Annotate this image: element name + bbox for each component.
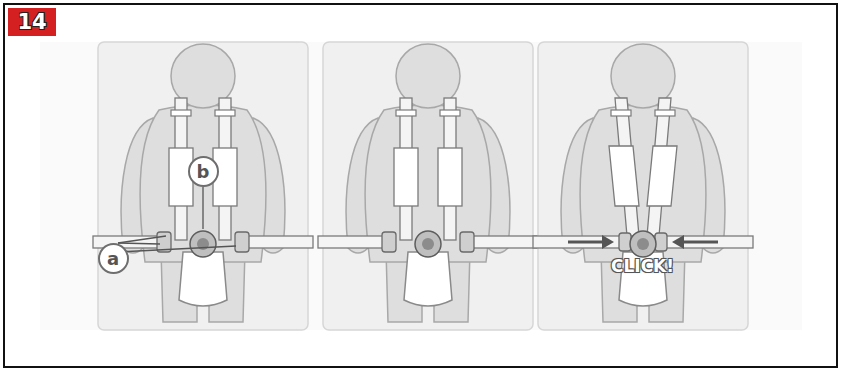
sound-label: CLICK! — [611, 256, 674, 276]
step-number-text: 14 — [17, 10, 46, 34]
callout-letter-text: b — [197, 161, 210, 182]
callout-letter-text: a — [107, 248, 119, 269]
callout-letter: a — [98, 243, 129, 274]
step-number: 14 — [8, 8, 56, 36]
callout-letter: b — [188, 156, 219, 187]
